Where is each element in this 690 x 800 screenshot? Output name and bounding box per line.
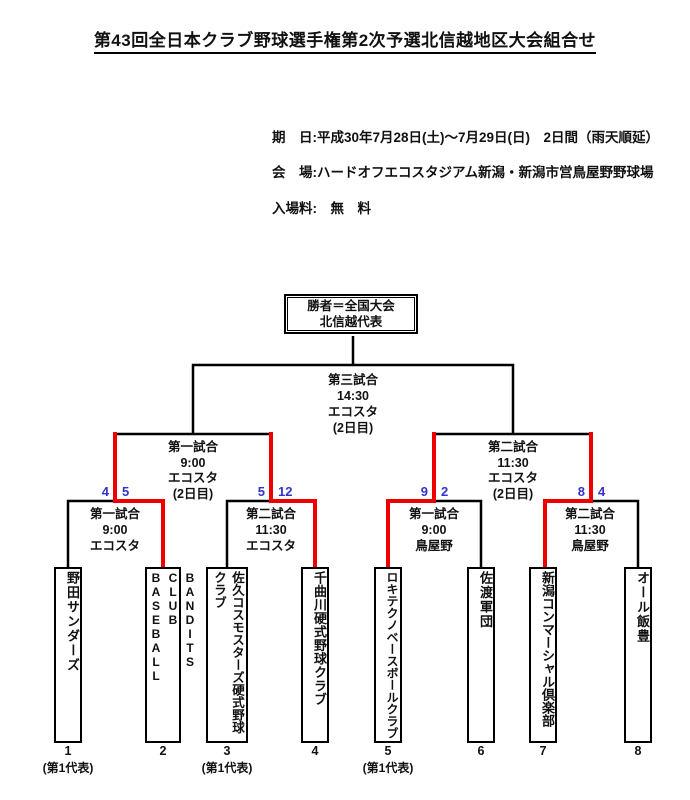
team-seed-7: 7 bbox=[539, 744, 547, 758]
info-date: 期 日:平成30年7月28日(土)～7月29日(日) 2日間（雨天順延） bbox=[272, 130, 660, 145]
team-box-8: オール飯豊 bbox=[624, 567, 652, 743]
round1-game1-label: 第一試合 9:00 エコスタ bbox=[89, 507, 140, 553]
info-venue: 会 場:ハードオフエコスタジアム新潟・新潟市営鳥屋野野球場 bbox=[272, 165, 654, 180]
team-box-3: 佐久コスモスターズ硬式野球 クラブ bbox=[206, 567, 248, 743]
winner-path-game1 bbox=[113, 432, 165, 567]
champion-line1: 勝者＝全国大会 bbox=[307, 299, 395, 313]
champion-box-inner: 勝者＝全国大会 北信越代表 bbox=[287, 297, 415, 331]
team-seed-3: 3 bbox=[223, 744, 231, 758]
game3-score-left: 9 bbox=[420, 484, 428, 499]
champion-box: 勝者＝全国大会 北信越代表 bbox=[284, 294, 418, 334]
team-box-6: 佐渡軍団 bbox=[467, 567, 495, 743]
team-box-2: BASEBALL CLUB BANDITS bbox=[145, 567, 197, 743]
game2-score-right: 12 bbox=[278, 484, 293, 499]
game1-score-left: 4 bbox=[101, 484, 109, 499]
team-seed-4: 4 bbox=[311, 744, 319, 758]
winner-path-game3 bbox=[386, 432, 436, 567]
team-seed-1: 1 bbox=[64, 744, 72, 758]
semifinal-right-label: 第二試合 11:30 エコスタ (2日目) bbox=[487, 440, 538, 501]
game2-score-left: 5 bbox=[257, 484, 265, 499]
semifinal-left-label: 第一試合 9:00 エコスタ (2日目) bbox=[167, 440, 218, 501]
team-note-5: (第1代表) bbox=[362, 761, 414, 775]
team-seed-5: 5 bbox=[384, 744, 392, 758]
team-seed-2: 2 bbox=[159, 744, 167, 758]
final-game-label: 第三試合 14:30 エコスタ (2日目) bbox=[327, 373, 378, 435]
game4-score-right: 4 bbox=[598, 484, 606, 499]
game3-score-right: 2 bbox=[441, 484, 449, 499]
page-title-text: 第43回全日本クラブ野球選手権第2次予選北信越地区大会組合せ bbox=[93, 26, 597, 54]
team-box-1: 野田サンダーズ bbox=[54, 567, 82, 743]
winner-path-lines bbox=[113, 432, 593, 567]
round1-game2-label: 第二試合 11:30 エコスタ bbox=[245, 507, 296, 553]
game4-score-left: 8 bbox=[577, 484, 585, 499]
bracket-structure-lines bbox=[66, 336, 640, 567]
winner-path-game4 bbox=[543, 432, 593, 567]
team-box-5: ロキテクノベースボールクラブ bbox=[374, 567, 402, 743]
champion-line2: 北信越代表 bbox=[319, 315, 383, 329]
team-box-7: 新潟コンマーシャル倶楽部 bbox=[529, 567, 557, 743]
team-seed-8: 8 bbox=[634, 744, 642, 758]
info-admission: 入場料: 無 料 bbox=[272, 201, 371, 216]
winner-path-game2 bbox=[269, 432, 317, 567]
team-seed-6: 6 bbox=[477, 744, 485, 758]
team-note-3: (第1代表) bbox=[201, 761, 253, 775]
round1-game3-label: 第一試合 9:00 鳥屋野 bbox=[408, 507, 459, 553]
round1-game4-label: 第二試合 11:30 鳥屋野 bbox=[564, 507, 615, 553]
page-title: 第43回全日本クラブ野球選手権第2次予選北信越地区大会組合せ bbox=[0, 26, 690, 54]
game1-score-right: 5 bbox=[122, 484, 130, 499]
team-box-4: 千曲川硬式野球クラブ bbox=[301, 567, 329, 743]
team-note-1: (第1代表) bbox=[42, 761, 94, 775]
